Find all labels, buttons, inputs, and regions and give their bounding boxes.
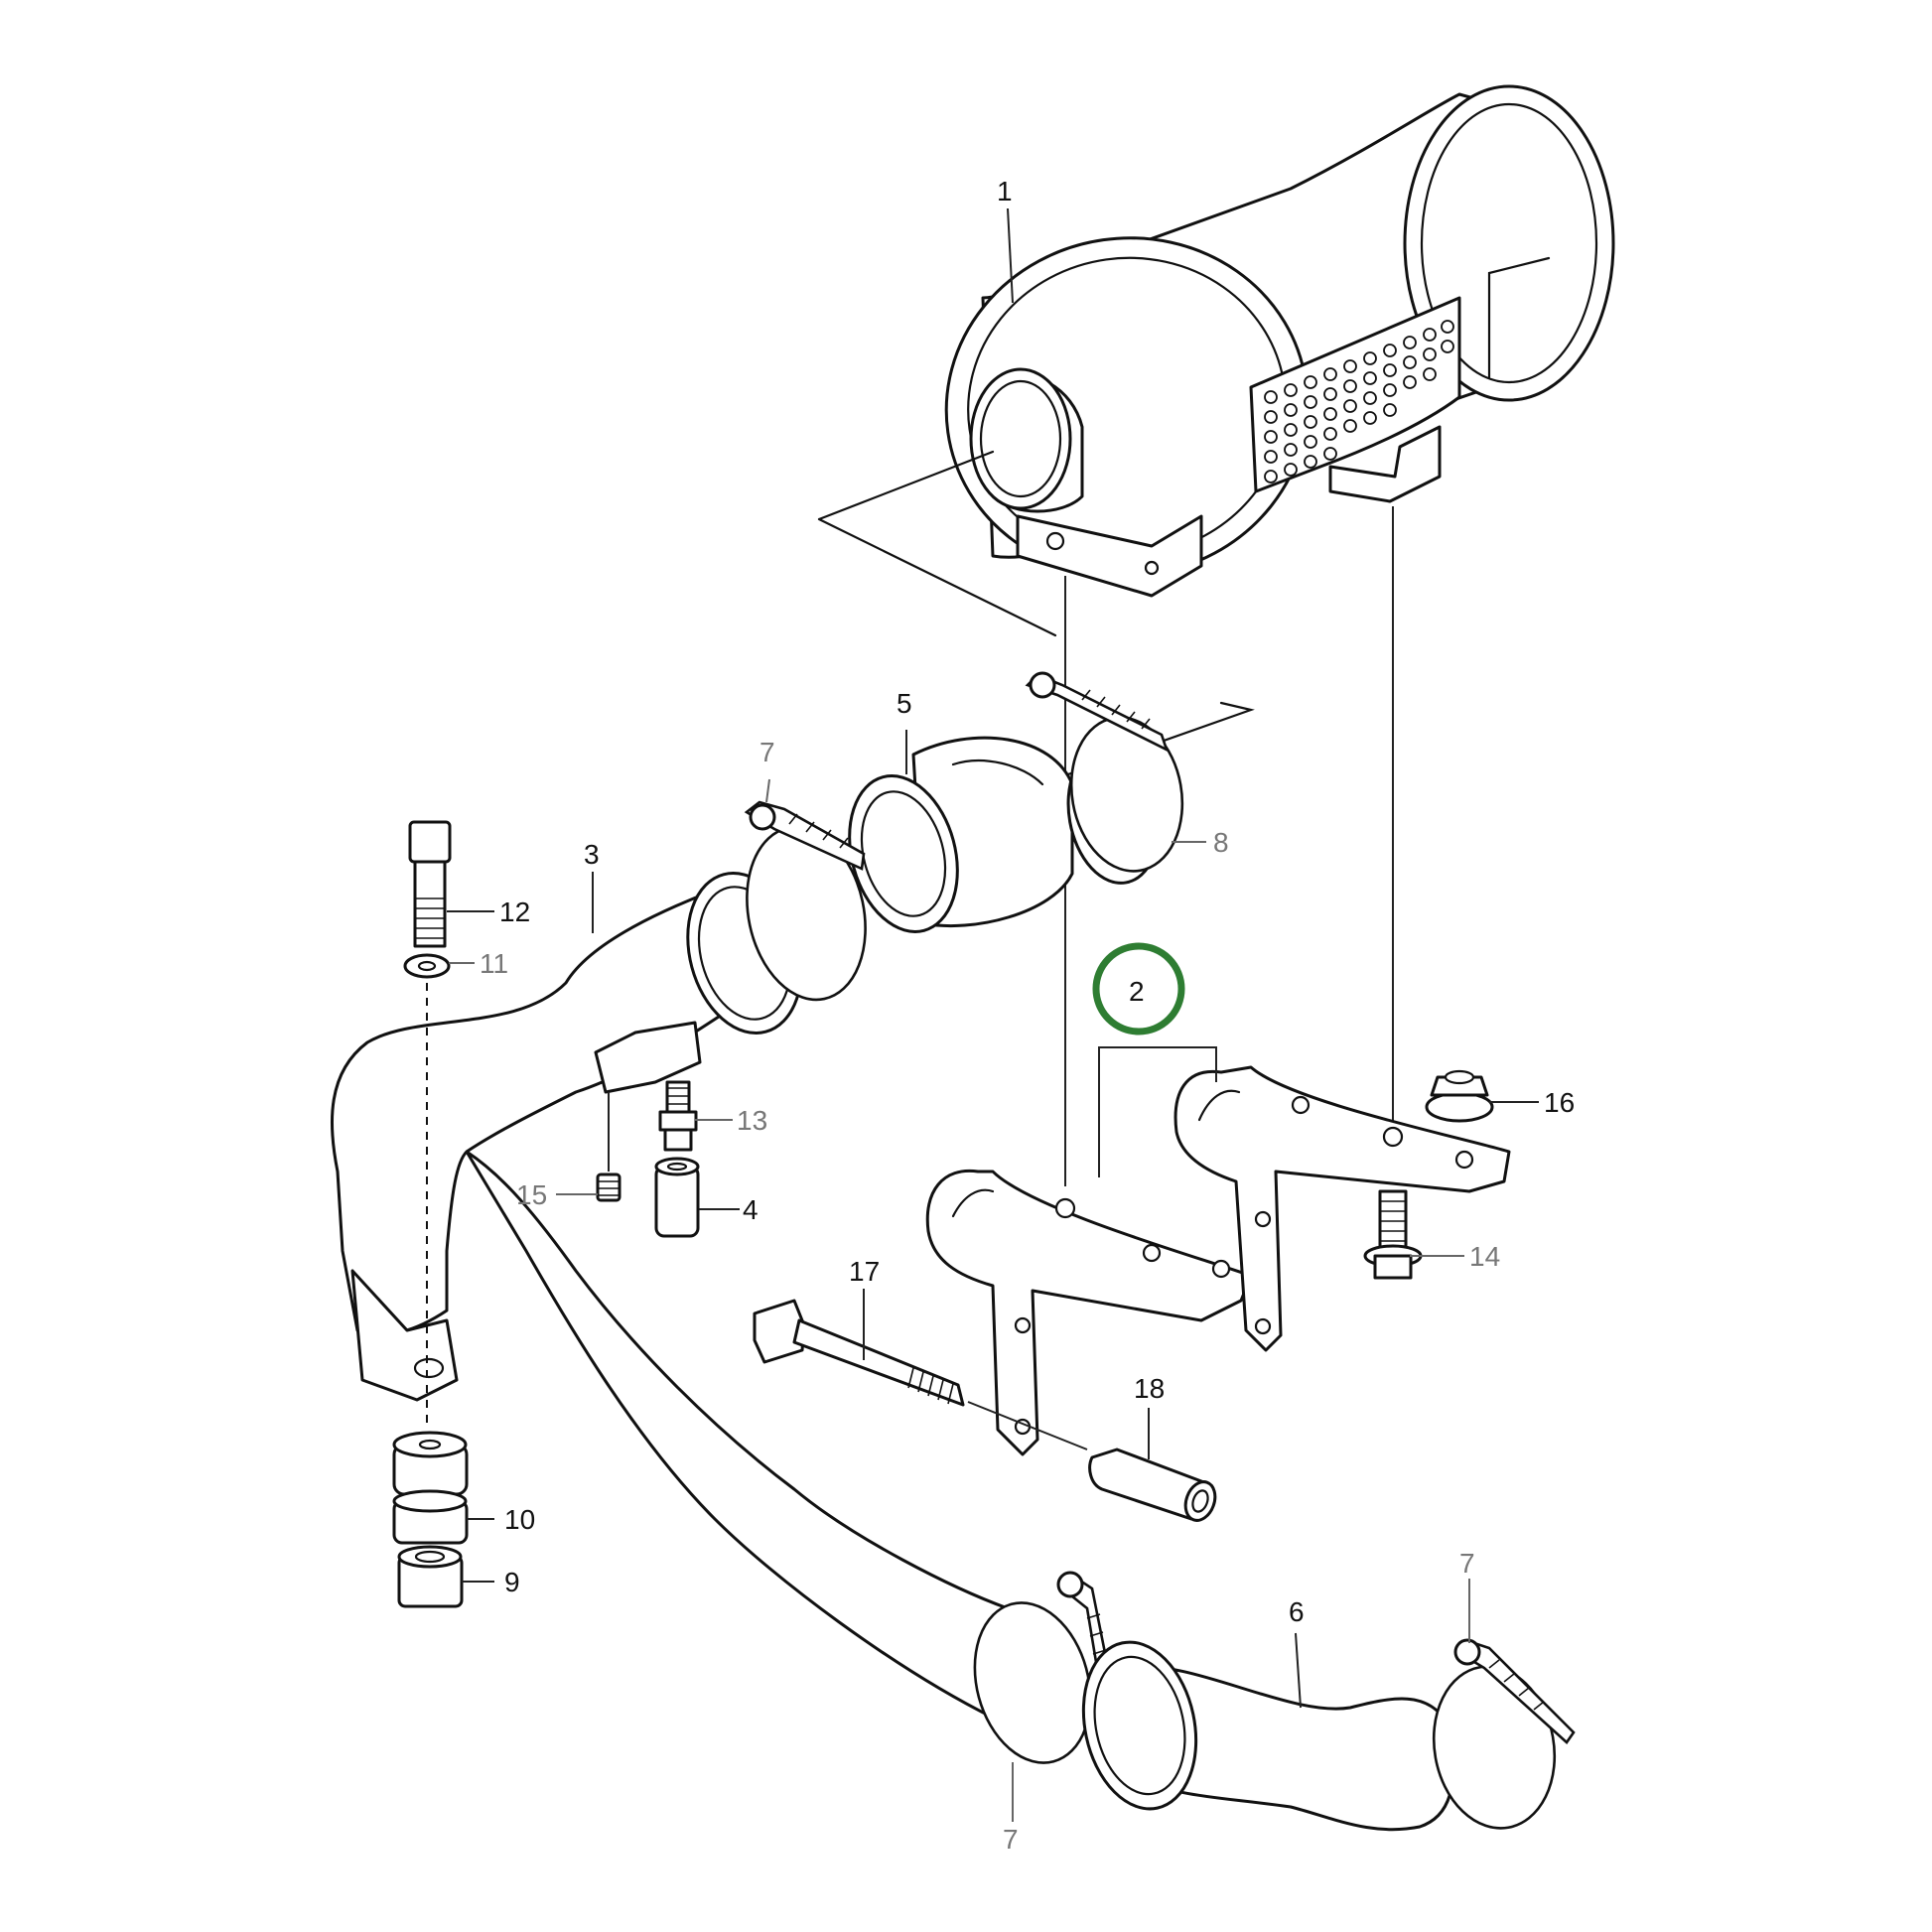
callout-9: 9 <box>504 1567 520 1597</box>
plug-15[interactable] <box>596 1173 621 1202</box>
callout-18: 18 <box>1134 1373 1165 1404</box>
callout-14: 14 <box>1469 1241 1500 1272</box>
hose-clamp-upper[interactable] <box>1025 671 1194 880</box>
flange-bolt-14[interactable] <box>1363 1189 1423 1280</box>
bracket-assembly-2[interactable] <box>925 1046 1511 1456</box>
hose-clamp-pipe-top[interactable] <box>732 800 881 1011</box>
callout-5: 5 <box>897 688 912 719</box>
fitting-13[interactable] <box>658 1080 698 1152</box>
callout-12: 12 <box>499 897 530 927</box>
hose-nipple-4[interactable] <box>654 1157 700 1238</box>
intake-pipe[interactable] <box>330 861 1025 1720</box>
callout-11: 11 <box>480 948 508 979</box>
leader-1 <box>1007 207 1014 304</box>
callout-13: 13 <box>737 1105 767 1136</box>
callout-16: 16 <box>1544 1087 1575 1118</box>
callout-8: 8 <box>1213 827 1229 858</box>
callout-7-bottom: 7 <box>1003 1824 1019 1855</box>
perforation-pattern <box>1264 320 1454 483</box>
leader-7-top <box>765 778 770 803</box>
hose-clamp-right[interactable] <box>1422 1638 1576 1838</box>
lower-hose[interactable] <box>1069 1631 1455 1832</box>
leader-6 <box>1295 1632 1302 1709</box>
long-bolt-17[interactable] <box>753 1299 965 1407</box>
bolt-12[interactable] <box>408 820 452 948</box>
bolt-17-axis <box>967 1401 1088 1450</box>
callout-7-right: 7 <box>1459 1548 1475 1579</box>
rubber-bushing-10[interactable] <box>392 1431 469 1545</box>
air-filter-housing[interactable] <box>924 84 1615 600</box>
callout-2[interactable]: 2 <box>1129 976 1145 1007</box>
callout-3: 3 <box>584 839 600 870</box>
callout-10: 10 <box>504 1504 535 1535</box>
callout-15: 15 <box>516 1179 547 1210</box>
callout-6: 6 <box>1289 1596 1305 1627</box>
flange-nut-16[interactable] <box>1425 1069 1494 1123</box>
highlight-ring-part-2 <box>1092 942 1185 1035</box>
callout-17: 17 <box>849 1256 880 1287</box>
spacer-9[interactable] <box>397 1545 464 1608</box>
callout-7-top: 7 <box>759 737 775 767</box>
callout-1: 1 <box>997 176 1013 207</box>
callout-4: 4 <box>743 1194 759 1225</box>
spacer-tube-18[interactable] <box>1088 1448 1220 1525</box>
washer-11[interactable] <box>403 953 451 979</box>
